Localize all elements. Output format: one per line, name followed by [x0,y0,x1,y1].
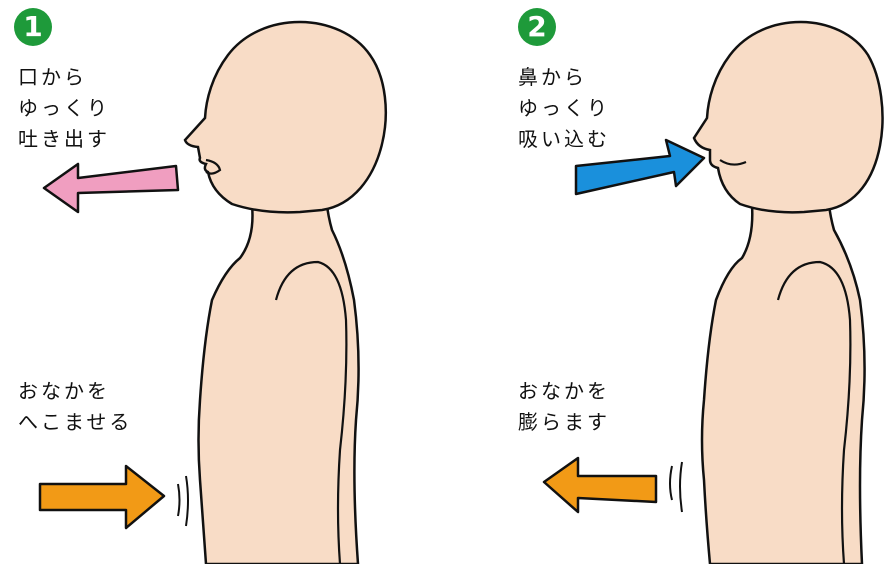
step-2-illustration [448,0,896,564]
head [185,22,386,212]
belly-out-arrow [544,458,656,512]
head [694,22,883,212]
breath-line-3: 吐き出す [18,124,110,155]
belly-in-arrow [40,466,164,528]
exhale-arrow [44,164,178,212]
belly-instruction: おなかを 膨らます [518,376,610,438]
belly-line-1: おなかを [18,376,132,407]
motion-lines [670,462,682,512]
belly-instruction: おなかを へこませる [18,376,132,438]
breath-line-2: ゆっくり [18,93,110,124]
step-1-panel: 1 口から ゆっくり 吐き出す おなかを へこませる [0,0,448,564]
motion-lines [178,476,188,526]
belly-line-2: 膨らます [518,407,610,438]
breath-instruction: 鼻から ゆっくり 吸い込む [518,62,610,155]
breath-line-1: 鼻から [518,62,610,93]
breath-line-2: ゆっくり [518,93,610,124]
breath-line-3: 吸い込む [518,124,610,155]
step-number-badge: 2 [518,8,556,46]
breath-instruction: 口から ゆっくり 吐き出す [18,62,110,155]
belly-line-2: へこませる [18,407,132,438]
step-number-badge: 1 [14,8,52,46]
belly-line-1: おなかを [518,376,610,407]
step-2-panel: 2 鼻から ゆっくり 吸い込む おなかを 膨らます [448,0,896,564]
breath-line-1: 口から [18,62,110,93]
